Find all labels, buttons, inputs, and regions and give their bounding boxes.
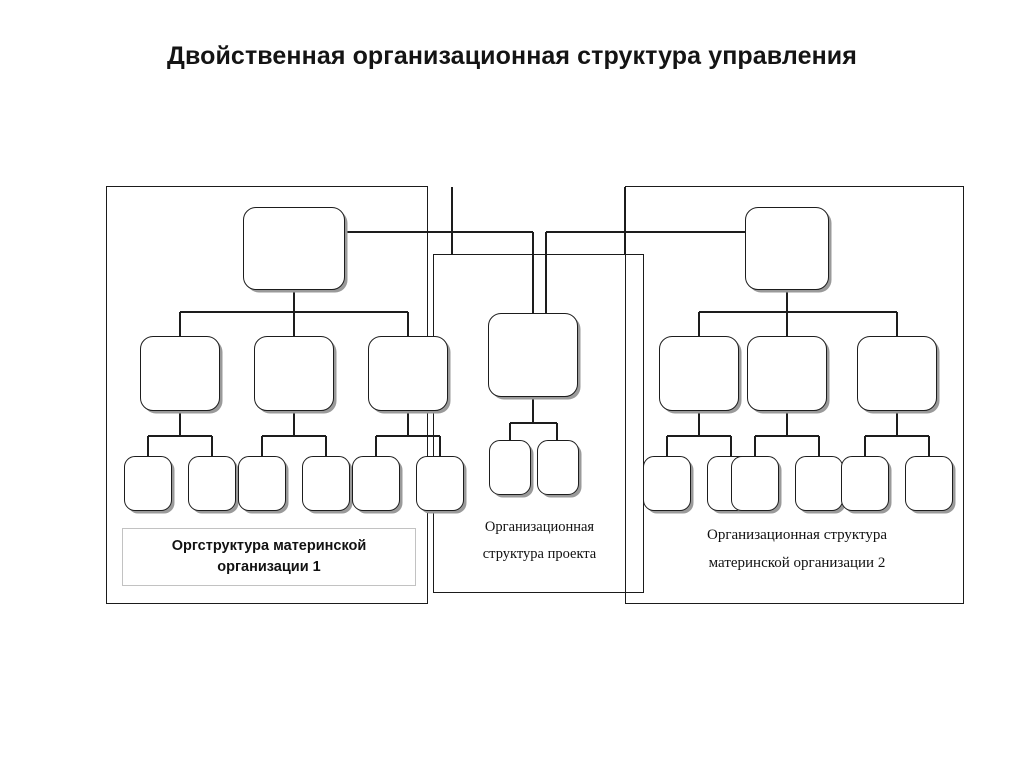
node-right-mid-2[interactable] — [747, 336, 827, 411]
node-right-mid-1[interactable] — [659, 336, 739, 411]
node-project-root[interactable] — [488, 313, 578, 397]
caption-project-structure-line-1: Организационная — [484, 519, 595, 535]
node-right-leaf-4[interactable] — [795, 456, 843, 511]
node-left-leaf-4[interactable] — [302, 456, 350, 511]
node-right-leaf-5[interactable] — [841, 456, 889, 511]
panel-parent-org-2 — [625, 186, 964, 604]
node-left-root[interactable] — [243, 207, 345, 290]
node-left-mid-3[interactable] — [368, 336, 448, 411]
caption-project-structure-line-2: структура проекта — [482, 546, 597, 562]
node-left-leaf-1[interactable] — [124, 456, 172, 511]
caption-parent-org-1-line-2: организации 1 — [217, 559, 321, 575]
node-left-leaf-5[interactable] — [352, 456, 400, 511]
caption-parent-org-1-line-1: Оргструктура материнской — [171, 538, 367, 554]
caption-parent-org-2-line-1: Организационная структура — [707, 527, 887, 543]
node-project-leaf-1[interactable] — [489, 440, 531, 495]
caption-project-structure: Организационная структура проекта — [452, 509, 627, 573]
node-left-leaf-2[interactable] — [188, 456, 236, 511]
node-left-mid-1[interactable] — [140, 336, 220, 411]
node-left-leaf-3[interactable] — [238, 456, 286, 511]
node-right-mid-3[interactable] — [857, 336, 937, 411]
caption-parent-org-2-line-2: материнской организации 2 — [708, 555, 886, 571]
node-left-mid-2[interactable] — [254, 336, 334, 411]
caption-parent-org-2: Организационная структура материнской ор… — [661, 518, 933, 580]
caption-parent-org-1: Оргструктура материнской организации 1 — [122, 528, 416, 586]
node-left-leaf-6[interactable] — [416, 456, 464, 511]
node-right-leaf-1[interactable] — [643, 456, 691, 511]
node-right-leaf-3[interactable] — [731, 456, 779, 511]
node-project-leaf-2[interactable] — [537, 440, 579, 495]
node-right-leaf-6[interactable] — [905, 456, 953, 511]
node-right-root[interactable] — [745, 207, 829, 290]
panel-project-structure — [433, 254, 644, 593]
page-title: Двойственная организационная структура у… — [167, 42, 857, 70]
